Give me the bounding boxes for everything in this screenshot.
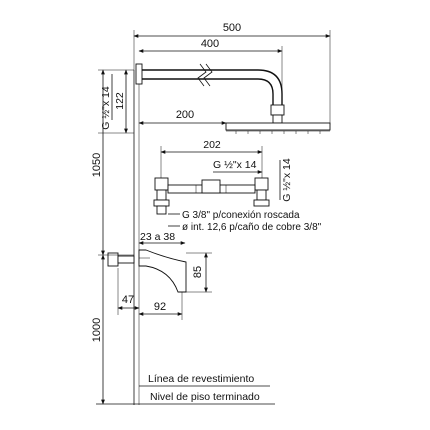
left-valve-outlet: [156, 205, 167, 215]
dim-92-label: 92: [154, 301, 166, 313]
right-valve-nut: [253, 199, 270, 207]
connection-thread-note: G 3/8" p/conexión roscada: [182, 210, 300, 221]
dim-1050-label: 1050: [91, 153, 103, 177]
shower-arm-top: [142, 69, 283, 112]
finish-line-label: Línea de revestimiento: [148, 373, 254, 385]
mixer-center-body: [201, 179, 221, 194]
copper-pipe-note: ø int. 12,6 p/caño de cobre 3/8": [182, 222, 322, 233]
left-valve-cap: [154, 177, 169, 191]
shower-head: [225, 122, 331, 131]
top-thread-label: G ½"x 14: [100, 86, 112, 130]
shower-head-nozzles: [235, 131, 321, 134]
arm-break-mark-1: [197, 63, 207, 87]
left-valve-nut: [153, 199, 170, 207]
dim-47-label: 47: [122, 294, 134, 306]
dim-122-label: 122: [114, 92, 126, 110]
dim-200-label: 200: [176, 109, 194, 121]
dim-500-label: 500: [223, 22, 241, 34]
dim-85-label: 85: [192, 266, 204, 278]
arm-connector: [270, 104, 285, 116]
right-valve-body: [256, 189, 267, 201]
left-valve-body: [156, 189, 167, 201]
spout-nipple: [117, 255, 135, 264]
wall-flange: [135, 63, 143, 85]
mixer-inner-thread-label: G ½"x 14: [213, 159, 257, 171]
dim-1000-label: 1000: [91, 318, 103, 342]
shower-arm-bottom: [142, 78, 274, 112]
right-valve-cap: [254, 177, 269, 191]
spout-body: [138, 249, 187, 293]
arm-break-mark-2: [203, 63, 213, 87]
floor-line-label: Nivel de piso terminado: [150, 391, 260, 403]
dim-23a38-label: 23 a 38: [140, 231, 175, 243]
mixer-right-thread-label: G ½"x 14: [281, 158, 293, 202]
dim-400-label: 400: [201, 38, 219, 50]
arm-nut: [272, 114, 283, 124]
dim-202-label: 202: [203, 139, 221, 151]
